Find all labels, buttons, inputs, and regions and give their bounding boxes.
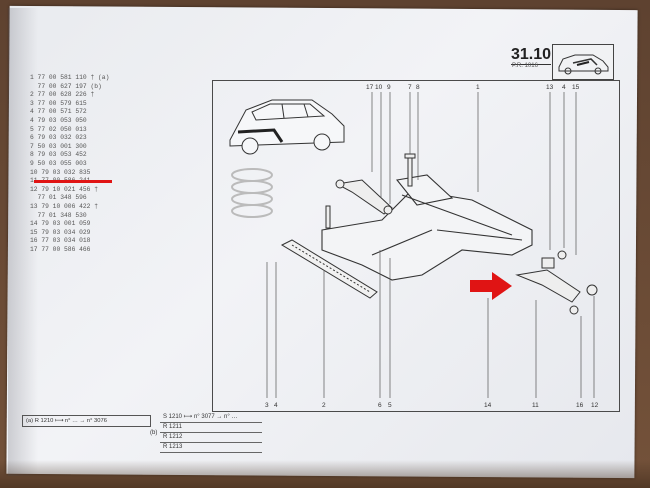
parts-row: 4 79 03 053 050 <box>30 116 87 124</box>
variant-table: S 1210 ⟼ n° 3077 → n° … R 1211 R 1212 R … <box>160 413 262 453</box>
parts-row: 1 77 00 581 110 † (a) <box>30 74 110 81</box>
parts-row: 2 77 00 628 226 † <box>30 91 95 99</box>
parts-row: 17 77 00 586 466 <box>30 245 91 253</box>
car-thumbnail-icon <box>552 44 614 80</box>
upper-control-arm <box>335 179 393 215</box>
callout-top: 9 <box>387 84 391 91</box>
callout-bottom: 4 <box>274 402 278 409</box>
callout-bottom: 3 <box>265 402 269 409</box>
parts-row: 12 79 10 021 456 † <box>30 185 99 193</box>
parts-row: 5 77 02 050 013 <box>30 125 87 133</box>
exploded-view-diagram: 17 10 9 7 8 1 13 4 15 3 4 2 6 5 14 11 16… <box>229 84 599 409</box>
callout-top: 4 <box>562 84 566 91</box>
lower-control-arm <box>515 250 598 315</box>
parts-row: 13 79 10 006 422 † <box>30 202 99 210</box>
parts-row: 9 50 03 055 003 <box>30 159 87 167</box>
parts-row: 77 01 348 530 <box>30 211 87 219</box>
page-subreference: P.R. 1016 <box>512 63 538 69</box>
callout-bottom: 11 <box>532 402 539 409</box>
variant-label: (b) <box>150 430 158 436</box>
spring-illustration <box>231 168 273 218</box>
red-pointer-arrow <box>470 272 512 300</box>
parts-row: 16 77 03 034 018 <box>30 237 91 245</box>
parts-row: 3 77 00 579 615 <box>30 99 87 107</box>
bolt-drawing <box>325 153 416 229</box>
callout-bottom: 12 <box>591 402 599 409</box>
variant-row: S 1210 ⟼ n° 3077 → n° … <box>160 413 262 423</box>
page-reference: 31.10 <box>511 46 552 65</box>
car-illustration <box>229 99 345 155</box>
callout-top: 10 <box>375 84 383 91</box>
parts-row: 77 00 627 197 (b) <box>30 82 102 90</box>
callout-bottom: 14 <box>484 402 492 409</box>
highlight-underline <box>34 180 112 183</box>
photo-shadow <box>0 460 650 488</box>
callout-top: 15 <box>572 84 580 91</box>
parts-row: 14 79 03 001 059 <box>30 220 91 228</box>
variant-row: R 1213 <box>160 443 262 453</box>
callout-bottom: 6 <box>378 402 382 409</box>
variant-note: (a) R 1210 ⟼ n° … → n° 3076 <box>22 415 151 427</box>
callout-bottom: 5 <box>388 402 392 409</box>
parts-row: 15 79 03 034 029 <box>30 228 91 236</box>
parts-row: 10 79 03 032 835 <box>30 168 91 176</box>
callout-top: 1 <box>476 84 480 91</box>
callout-top: 17 <box>366 84 374 91</box>
parts-row: 77 01 348 596 <box>30 194 87 202</box>
parts-number-list: 1 77 00 581 110 † (a) 77 00 627 197 (b) … <box>30 74 170 254</box>
variant-row: R 1211 <box>160 423 262 433</box>
variant-row: R 1212 <box>160 433 262 443</box>
callout-top: 8 <box>416 84 420 91</box>
callout-bottom: 2 <box>322 402 326 409</box>
parts-row: 8 79 03 053 452 <box>30 151 87 159</box>
leader-lines <box>266 92 595 398</box>
page-shadow <box>8 8 38 476</box>
callout-bottom: 16 <box>576 402 584 409</box>
parts-row: 6 79 03 032 023 <box>30 134 87 142</box>
callout-top: 13 <box>546 84 554 91</box>
parts-row: 7 50 03 001 300 <box>30 142 87 150</box>
callout-top: 7 <box>408 84 412 91</box>
parts-row: 4 77 00 571 572 <box>30 108 87 116</box>
diagram-frame <box>212 80 620 412</box>
flat-bar-drawing <box>280 239 378 299</box>
